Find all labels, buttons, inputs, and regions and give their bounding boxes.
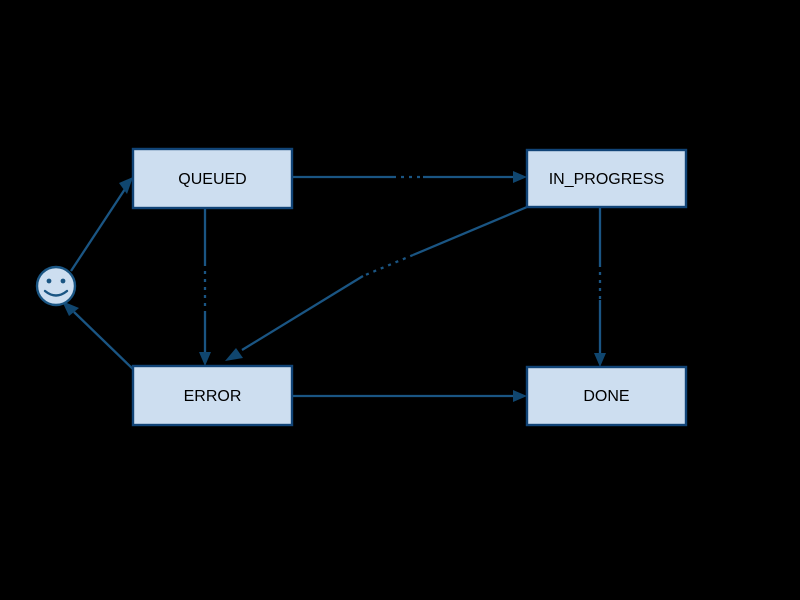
node-queued[interactable]: QUEUED [131,147,294,210]
smiley-mouth-icon [43,289,69,297]
node-layer: QUEUED IN_PROGRESS ERROR DONE [35,147,688,427]
node-done[interactable]: DONE [525,365,688,427]
smiley-right-eye-icon [60,278,66,284]
edge-inprogress-to-error[interactable] [225,205,528,361]
node-error-box [131,364,294,427]
edge-error-to-done[interactable] [292,390,527,402]
edge-layer [62,171,606,402]
smiley-icon [35,265,77,307]
node-done-label: DONE [583,388,629,405]
smiley-left-eye-icon [46,278,52,284]
edge-start-to-queued[interactable] [70,177,133,272]
edge-inprogress-to-done[interactable] [594,207,606,367]
node-error-label: ERROR [184,388,242,405]
node-error[interactable]: ERROR [131,364,294,427]
edge-queued-to-error[interactable] [199,208,211,366]
node-in-progress-box [525,148,688,209]
node-queued-box [131,147,294,210]
edge-error-to-start[interactable] [62,301,137,373]
edge-queued-to-inprogress[interactable] [292,171,527,183]
node-start-smiley[interactable] [35,265,77,307]
node-in-progress[interactable]: IN_PROGRESS [525,148,688,209]
node-done-box [525,365,688,427]
node-queued-label: QUEUED [178,171,246,188]
node-in-progress-label: IN_PROGRESS [549,171,665,188]
